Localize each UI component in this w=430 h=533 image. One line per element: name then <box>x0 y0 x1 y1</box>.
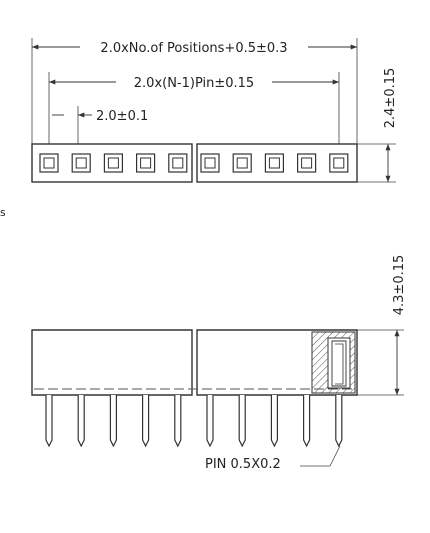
contact-square-inner <box>43 157 55 169</box>
contact-square-inner <box>236 157 248 169</box>
stray-mark: s <box>0 206 6 219</box>
contact-square-inner <box>301 157 313 169</box>
contact-spring <box>331 340 347 387</box>
overall-dimension-label: 2.0xNo.of Positions+0.5±0.3 <box>100 41 287 56</box>
pin <box>206 395 214 448</box>
contact-square-inner <box>172 157 184 169</box>
height-top-label: 2.4±0.15 <box>383 68 398 129</box>
pin <box>174 395 182 448</box>
contact-square-inner <box>268 157 280 169</box>
contact-inner <box>335 343 344 385</box>
pin-leader-diagonal <box>329 445 341 467</box>
pin <box>270 395 278 448</box>
pin-size-label: PIN 0.5X0.2 <box>205 457 281 472</box>
contact-square-inner <box>107 157 119 169</box>
pin <box>77 395 85 448</box>
pin <box>335 395 343 448</box>
contact-square-inner <box>140 157 152 169</box>
side-view: 4.3±0.15 PIN 0.5X0.2 <box>31 255 407 472</box>
height-side-label: 4.3±0.15 <box>392 255 407 316</box>
contact-row <box>39 153 349 173</box>
contact-square-inner <box>204 157 216 169</box>
pin <box>45 395 53 448</box>
pin <box>142 395 150 448</box>
pitch-dimension-label: 2.0±0.1 <box>96 109 148 124</box>
pin <box>238 395 246 448</box>
housing-side-left <box>31 329 193 396</box>
top-view: 2.0xNo.of Positions+0.5±0.3 2.0x(N-1)Pin… <box>31 38 398 183</box>
contact-cavity <box>327 337 351 389</box>
contact-square-inner <box>333 157 345 169</box>
pin-span-dimension-label: 2.0x(N-1)Pin±0.15 <box>134 76 254 91</box>
pin-row <box>45 395 343 448</box>
pin <box>303 395 311 448</box>
pin <box>109 395 117 448</box>
contact-square-inner <box>75 157 87 169</box>
